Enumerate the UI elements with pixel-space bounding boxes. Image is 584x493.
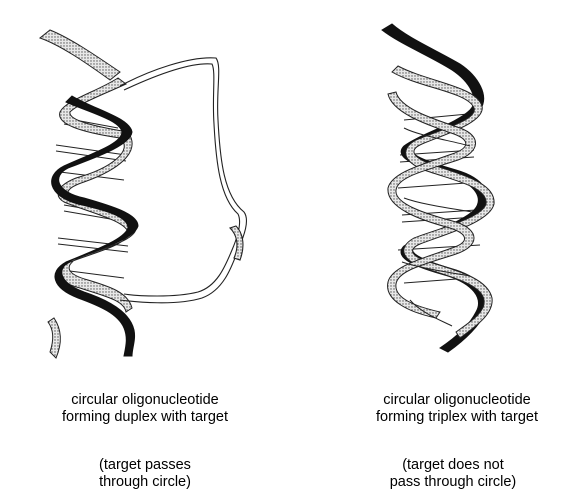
- right-triplex-helix: [382, 24, 494, 352]
- left-caption-line2: forming duplex with target: [20, 409, 270, 426]
- right-caption: circular oligonucleotide forming triplex…: [330, 392, 584, 426]
- right-note-line1: (target does not: [326, 457, 580, 474]
- left-note: (target passes through circle): [20, 457, 270, 491]
- right-note-line2: pass through circle): [326, 474, 580, 491]
- right-note: (target does not pass through circle): [326, 457, 580, 491]
- left-bottom-strand: [48, 318, 60, 358]
- left-note-line1: (target passes: [20, 457, 270, 474]
- left-note-line2: through circle): [20, 474, 270, 491]
- left-caption: circular oligonucleotide forming duplex …: [20, 392, 270, 426]
- left-duplex-helix: [40, 30, 138, 358]
- left-circular-loop: [120, 58, 246, 303]
- left-caption-line1: circular oligonucleotide: [20, 392, 270, 409]
- right-caption-line1: circular oligonucleotide: [330, 392, 584, 409]
- right-caption-line2: forming triplex with target: [330, 409, 584, 426]
- left-top-grey-strand: [40, 30, 120, 80]
